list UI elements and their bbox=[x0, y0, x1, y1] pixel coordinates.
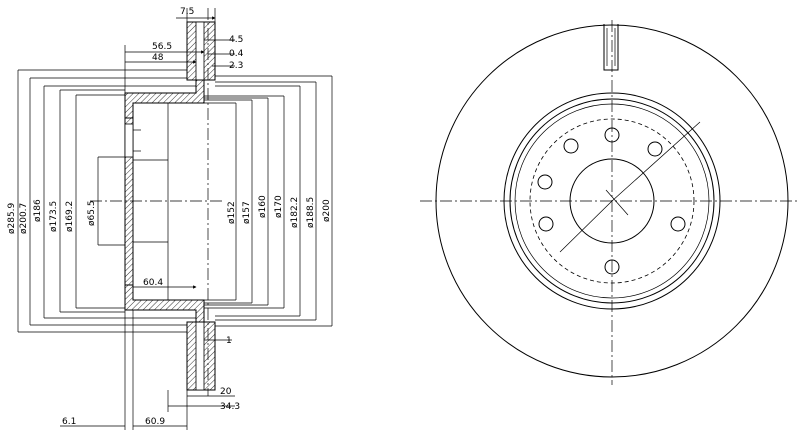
bolt-hole-6 bbox=[537, 174, 553, 190]
dim-1: 1 bbox=[226, 336, 232, 346]
dim-56-5: 56.5 bbox=[152, 42, 172, 52]
dim-48: 48 bbox=[152, 53, 164, 63]
bolt-hole-3 bbox=[670, 216, 686, 232]
dim-d170: ø170 bbox=[274, 195, 284, 218]
dim-d157: ø157 bbox=[242, 201, 252, 224]
dim-6-1: 6.1 bbox=[62, 417, 76, 427]
dim-d188-5: ø188.5 bbox=[306, 197, 316, 228]
dim-4-5: 4.5 bbox=[229, 35, 243, 45]
dim-d200: ø200 bbox=[322, 199, 332, 222]
hat-wall-lower bbox=[124, 284, 205, 323]
dim-d65-5: ø65.5 bbox=[87, 200, 97, 226]
front-view bbox=[420, 20, 800, 385]
vent-channel-upper bbox=[195, 21, 205, 81]
dim-34-3: 34.3 bbox=[220, 402, 240, 412]
vent-slot bbox=[603, 24, 619, 71]
dim-0-4: 0.4 bbox=[229, 49, 244, 59]
dim-d285-9: ø285.9 bbox=[7, 202, 17, 234]
section-view: ø285.9 ø200.7 ø186 ø173.5 ø169.2 ø65.5 ø… bbox=[7, 7, 333, 430]
dim-d186: ø186 bbox=[33, 199, 43, 222]
dim-d169-2: ø169.2 bbox=[65, 201, 75, 232]
watermark bbox=[250, 357, 259, 387]
vent-channel-lower bbox=[195, 321, 205, 391]
dim-20: 20 bbox=[220, 387, 232, 397]
dim-60-4: 60.4 bbox=[143, 278, 163, 288]
bolt-hole-section bbox=[124, 123, 134, 158]
dim-d152: ø152 bbox=[227, 201, 237, 224]
hat-face bbox=[124, 117, 134, 286]
dim-d173-5: ø173.5 bbox=[49, 201, 59, 232]
dim-2-3: 2.3 bbox=[229, 61, 243, 71]
dim-7-5: 7.5 bbox=[180, 7, 194, 17]
dim-d200-7: ø200.7 bbox=[19, 203, 29, 234]
bolt-hole-7 bbox=[563, 138, 579, 154]
dim-d182-2: ø182.2 bbox=[290, 197, 300, 228]
bolt-hole-2 bbox=[647, 141, 663, 157]
dim-d160: ø160 bbox=[258, 195, 268, 218]
bolt-hole-5 bbox=[538, 216, 554, 232]
dim-60-9: 60.9 bbox=[145, 417, 165, 427]
